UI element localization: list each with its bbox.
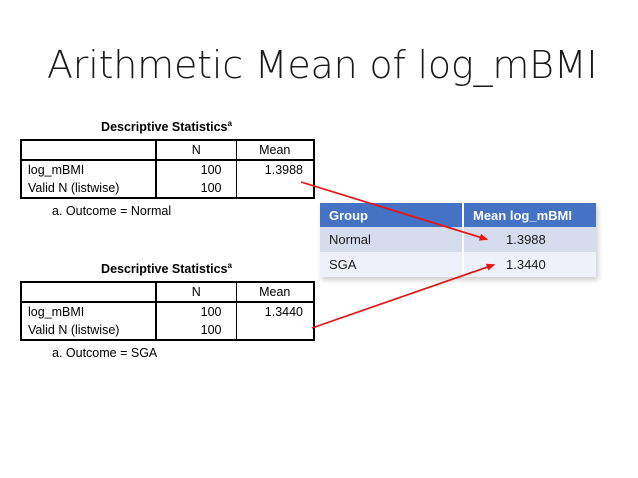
summary-header-mean: Mean log_mBMI <box>463 203 596 227</box>
cell-mean-valid-n <box>235 179 314 198</box>
row-label-log-mbmi: log_mBMI <box>28 305 85 319</box>
cell-n-log-mbmi: 100 <box>155 302 236 321</box>
table-footnote-normal: a. Outcome = Normal <box>52 204 172 218</box>
table-caption-text: Descriptive Statistics <box>101 262 228 276</box>
row-label-log-mbmi: log_mBMI <box>28 163 85 177</box>
table-row: log_mBMI 100 1.3440 <box>21 302 314 321</box>
caption-superscript-marker: a <box>227 118 232 128</box>
table-caption-text: Descriptive Statistics <box>101 120 228 134</box>
table-caption-sga: Descriptive Statisticsa <box>20 260 313 276</box>
table-header-row: N Mean <box>21 140 314 161</box>
cell-n-log-mbmi: 100 <box>155 160 236 179</box>
page-title: Arithmetic Mean of log_mBMI <box>47 43 598 87</box>
row-label-valid-n: Valid N (listwise) <box>28 323 120 337</box>
column-header-n: N <box>155 140 236 161</box>
column-header-blank <box>21 140 156 161</box>
column-header-n: N <box>155 282 236 303</box>
summary-cell-group-normal: Normal <box>320 227 464 252</box>
spss-table-sga: N Mean log_mBMI 100 1.3440 Valid N (list… <box>20 281 315 341</box>
cell-n-valid-n: 100 <box>155 321 236 340</box>
summary-row-normal: Normal 1.3988 <box>320 227 596 252</box>
table-row: log_mBMI 100 1.3988 <box>21 160 314 179</box>
descriptive-statistics-block-normal: Descriptive Statisticsa N Mean log_mBMI … <box>20 118 315 218</box>
cell-mean-log-mbmi: 1.3988 <box>235 160 314 179</box>
table-header-row: N Mean <box>21 282 314 303</box>
table-row: Valid N (listwise) 100 <box>21 321 314 340</box>
table-footnote-sga: a. Outcome = SGA <box>52 346 158 360</box>
table-caption-normal: Descriptive Statisticsa <box>20 118 313 134</box>
summary-cell-group-sga: SGA <box>320 252 464 277</box>
caption-superscript-marker: a <box>227 260 232 270</box>
row-label-valid-n: Valid N (listwise) <box>28 181 120 195</box>
column-header-mean: Mean <box>235 140 314 161</box>
cell-mean-log-mbmi: 1.3440 <box>235 302 314 321</box>
column-header-mean: Mean <box>235 282 314 303</box>
spss-table-normal: N Mean log_mBMI 100 1.3988 Valid N (list… <box>20 139 315 199</box>
summary-row-sga: SGA 1.3440 <box>320 252 596 277</box>
cell-mean-valid-n <box>235 321 314 340</box>
cell-n-valid-n: 100 <box>155 179 236 198</box>
summary-cell-mean-sga: 1.3440 <box>463 252 596 277</box>
table-row: Valid N (listwise) 100 <box>21 179 314 198</box>
summary-header-group: Group <box>320 203 464 227</box>
summary-header-row: Group Mean log_mBMI <box>320 203 596 227</box>
descriptive-statistics-block-sga: Descriptive Statisticsa N Mean log_mBMI … <box>20 260 315 360</box>
summary-table: Group Mean log_mBMI Normal 1.3988 SGA 1.… <box>320 203 596 277</box>
column-header-blank <box>21 282 156 303</box>
summary-cell-mean-normal: 1.3988 <box>463 227 596 252</box>
